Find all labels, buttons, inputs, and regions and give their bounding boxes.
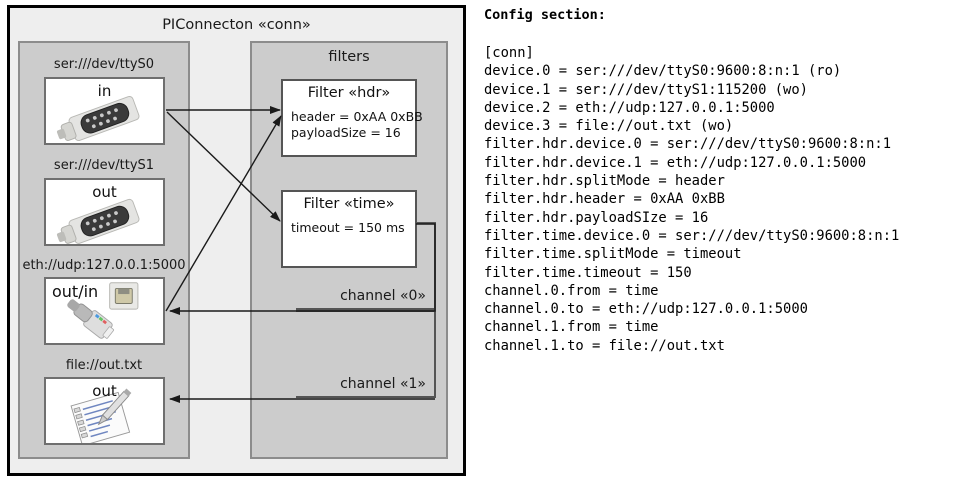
- device-direction-out-1: out: [92, 183, 117, 201]
- filter-hdr-box[interactable]: Filter «hdr» header = 0xAA 0xBB payloadS…: [281, 79, 423, 157]
- filter-hdr-attrs: header = 0xAA 0xBB payloadSize = 16: [291, 109, 423, 140]
- architecture-diagram: PIConnecton «conn» ser:///dev/ttyS0 in s…: [0, 0, 478, 484]
- filter-hdr-title: Filter «hdr»: [307, 85, 391, 101]
- config-heading: Config section:: [484, 7, 606, 23]
- serial-connector-icon: [56, 96, 140, 142]
- device-box-ttys0[interactable]: in: [44, 77, 165, 145]
- filters-group-title: filters: [328, 49, 370, 65]
- device-label-file: file://out.txt: [65, 358, 143, 373]
- ethernet-plug-icon: [67, 282, 139, 339]
- device-direction-out-3: out: [92, 382, 117, 400]
- device-label-eth: eth://udp:127.0.0.1:5000: [22, 258, 186, 273]
- filter-time-title: Filter «time»: [303, 196, 395, 212]
- config-panel: Config section: [conn] device.0 = ser://…: [480, 0, 964, 484]
- device-label-ttys1: ser:///dev/ttyS1: [53, 158, 155, 173]
- serial-connector-icon: [56, 198, 140, 244]
- device-direction-outin-2: out/in: [52, 282, 99, 301]
- device-box-ttys1[interactable]: out: [44, 178, 165, 246]
- filter-time-attrs: timeout = 150 ms: [291, 220, 405, 235]
- notepad-pen-icon: [70, 388, 132, 443]
- device-direction-in-0: in: [97, 82, 112, 100]
- filter-time-box[interactable]: Filter «time» timeout = 150 ms: [281, 190, 417, 268]
- device-box-eth[interactable]: out/in: [44, 277, 165, 345]
- piconnector-title: PIConnecton «conn»: [162, 17, 311, 33]
- channel-0-label: channel «0»: [340, 288, 426, 304]
- device-label-ttys0: ser:///dev/ttyS0: [53, 57, 155, 72]
- device-box-file[interactable]: out: [44, 377, 165, 445]
- channel-1-label: channel «1»: [340, 376, 426, 392]
- channel-1-box[interactable]: channel «1»: [296, 310, 436, 398]
- config-text: [conn] device.0 = ser:///dev/ttyS0:9600:…: [484, 45, 900, 354]
